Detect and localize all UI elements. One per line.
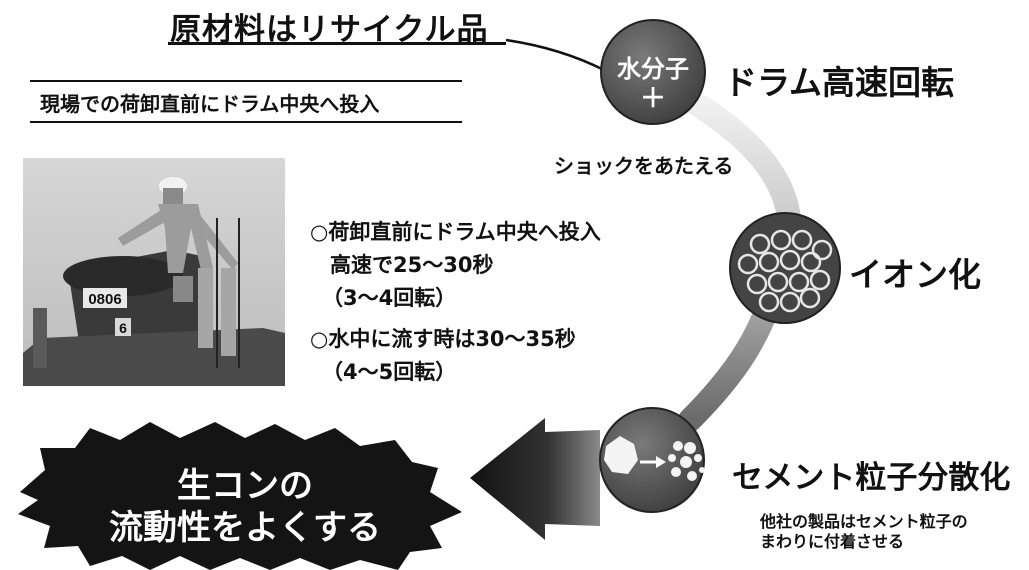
result-starburst — [18, 422, 462, 570]
water-molecule-circle — [600, 19, 706, 125]
stage3-note-line-1: 他社の製品はセメント粒子の — [760, 512, 968, 531]
stage1-label: ドラム高速回転 — [724, 63, 955, 102]
stage2-label: イオン化 — [849, 255, 981, 294]
plus-sign-text: ＋ — [639, 84, 666, 114]
water-molecule-text: 水分子 — [617, 55, 689, 83]
description-line-1: ○荷卸直前にドラム中央へ投入 — [310, 220, 601, 244]
plate-number: 6 — [119, 320, 127, 336]
subtitle-rule-top — [30, 80, 462, 82]
title-connector-line — [505, 38, 605, 72]
subtitle: 現場での荷卸直前にドラム中央へ投入 — [40, 92, 380, 116]
stage1-note: ショックをあたえる — [554, 154, 734, 178]
result-line-2: 流動性をよくする — [109, 508, 381, 548]
description-line-5: （4〜5回転） — [322, 360, 457, 384]
stage3-note-line-2: まわりに付着させる — [760, 532, 905, 551]
dispersion-circle-icon — [599, 407, 705, 513]
ion-circle-icon — [729, 212, 841, 324]
worker-photo: 0806 6 — [23, 158, 285, 386]
result-line-1: 生コンの — [177, 466, 313, 506]
description-line-2: 高速で25〜30秒 — [330, 253, 494, 277]
truck-number-plate — [83, 288, 127, 308]
result-arrow — [470, 418, 600, 540]
stage3-label: セメント粒子分散化 — [732, 460, 1011, 496]
description-line-3: （3〜4回転） — [322, 286, 457, 310]
truck-number: 0806 — [88, 291, 121, 308]
title-underline — [168, 42, 506, 45]
subtitle-rule-bottom — [30, 121, 462, 123]
description-line-4: ○水中に流す時は30〜35秒 — [310, 327, 576, 351]
